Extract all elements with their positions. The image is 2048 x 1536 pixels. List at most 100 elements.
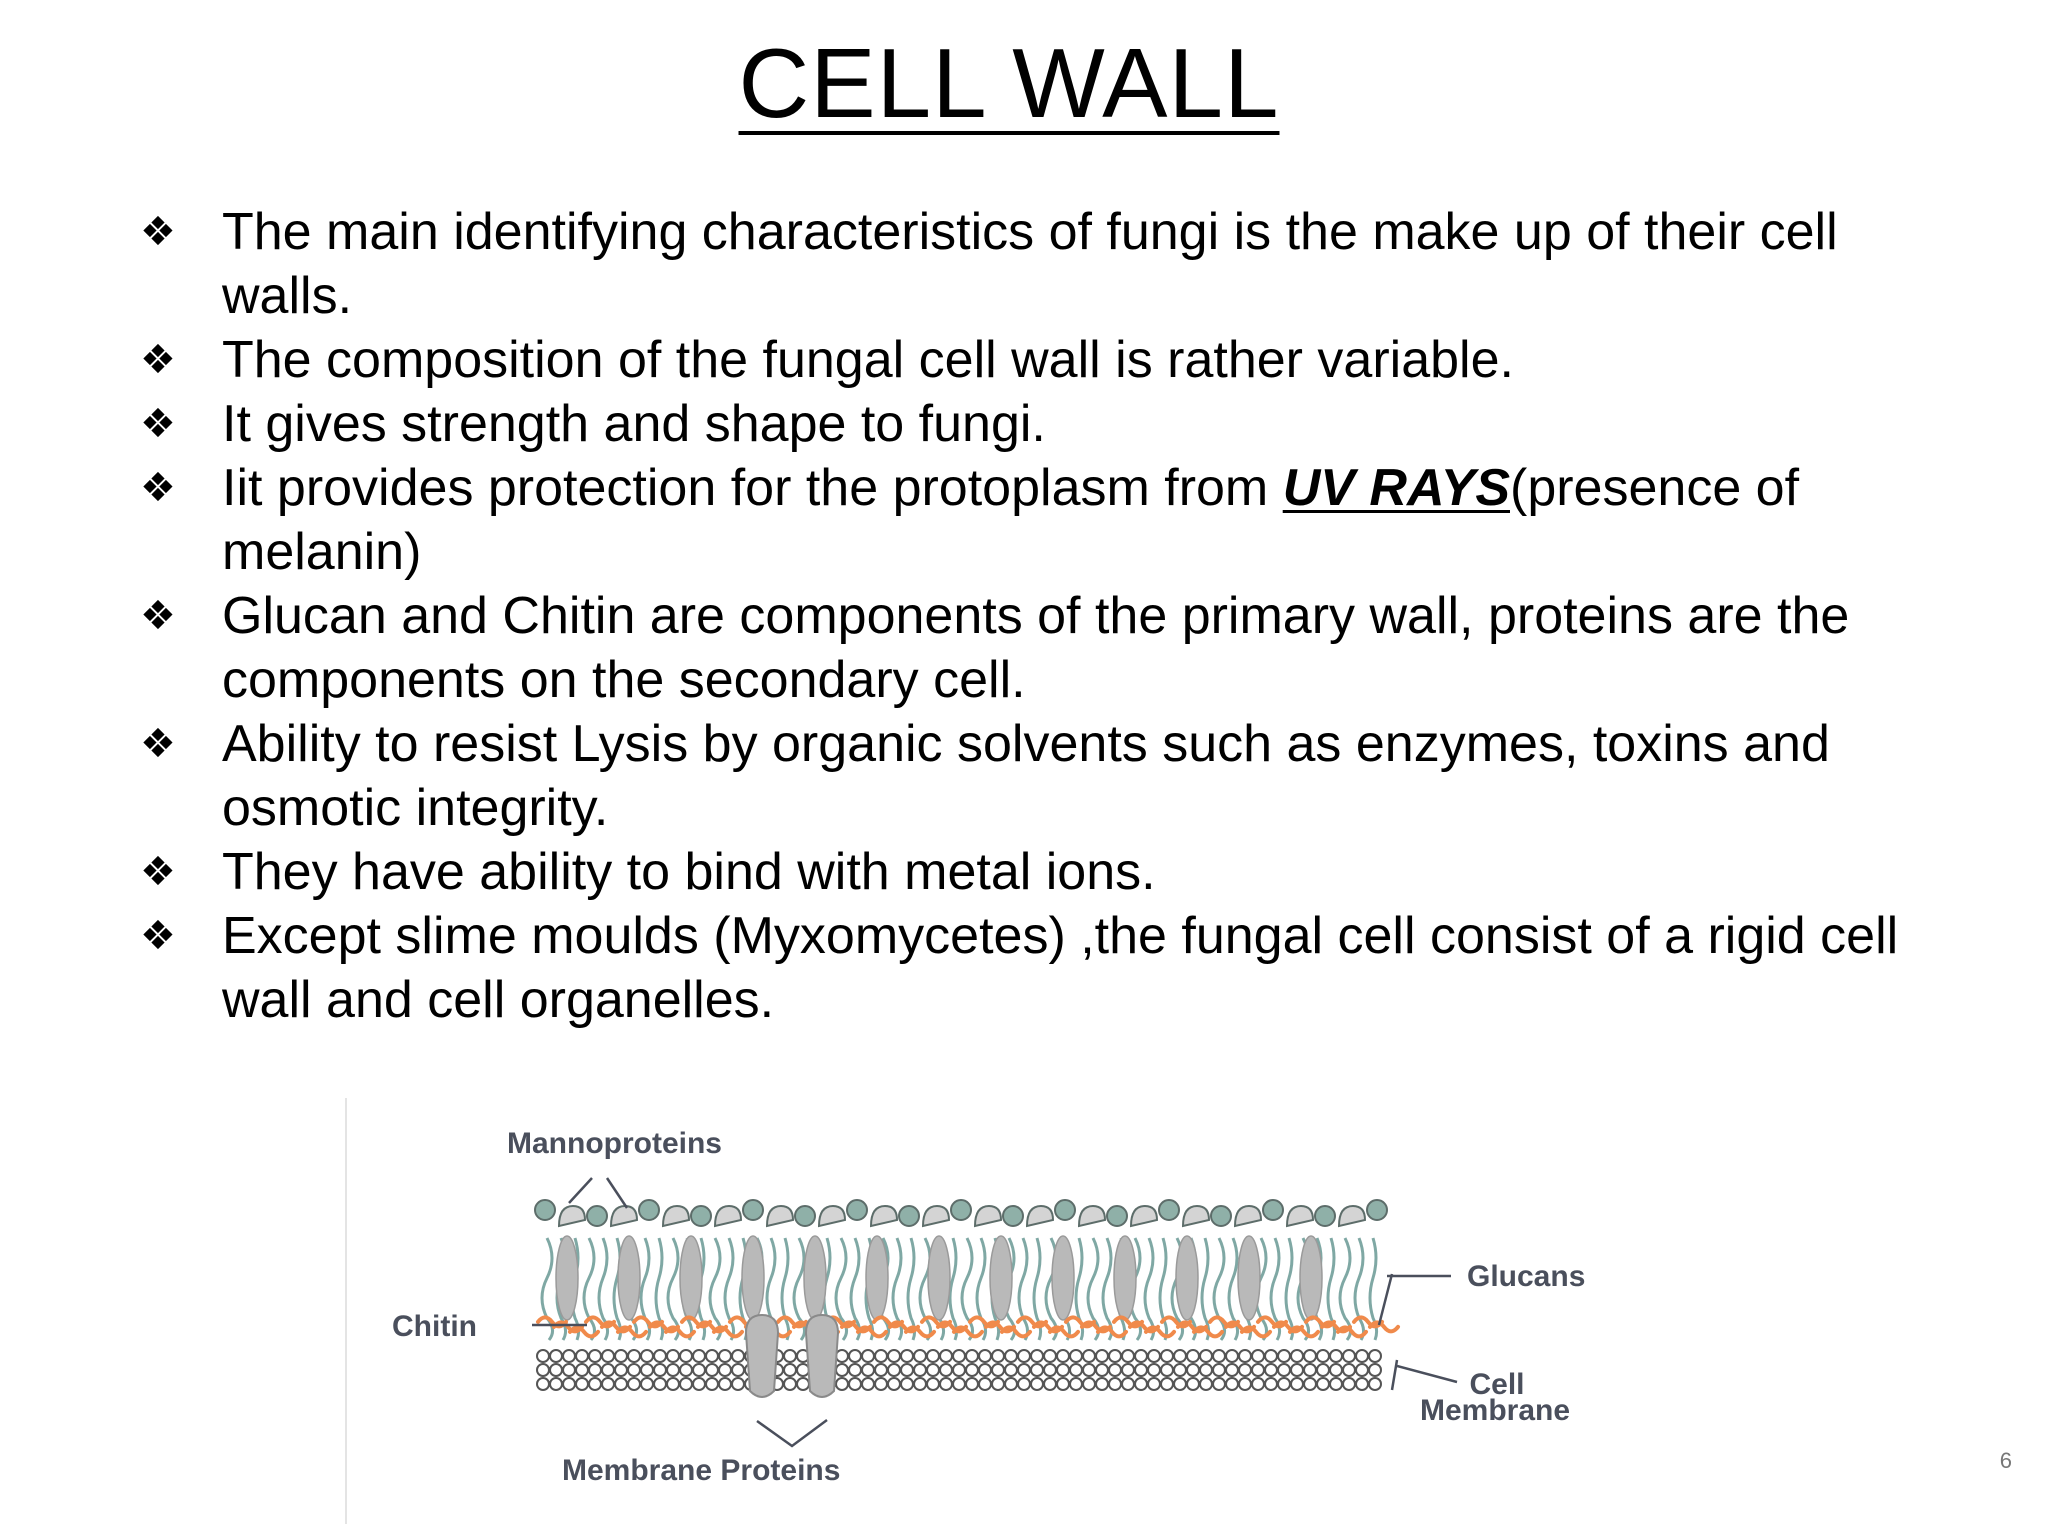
lipid-head bbox=[1329, 1363, 1343, 1377]
membrane-proteins-label: Membrane Proteins bbox=[562, 1454, 840, 1487]
slide-title: CELL WALL bbox=[0, 29, 2018, 138]
lipid-head bbox=[575, 1363, 589, 1377]
lipid-head bbox=[1316, 1377, 1330, 1391]
wall-protein bbox=[1299, 1235, 1323, 1321]
lipid-head bbox=[1121, 1377, 1135, 1391]
glucan-strand bbox=[723, 1237, 736, 1341]
membrane-proteins-leader-line bbox=[756, 1418, 828, 1448]
lipid-head bbox=[666, 1349, 680, 1363]
diamond-bullet-icon: ❖ bbox=[140, 722, 176, 766]
lipid-head bbox=[1134, 1377, 1148, 1391]
lipid-head bbox=[991, 1377, 1005, 1391]
mannoprotein-cap bbox=[713, 1204, 743, 1228]
lipid-head bbox=[1147, 1363, 1161, 1377]
lipid-head bbox=[783, 1349, 797, 1363]
lipid-head bbox=[1212, 1377, 1226, 1391]
lipid-head bbox=[601, 1377, 615, 1391]
lipid-head bbox=[1264, 1363, 1278, 1377]
lipid-head bbox=[1056, 1363, 1070, 1377]
lipid-head bbox=[1264, 1349, 1278, 1363]
lipid-head bbox=[1082, 1377, 1096, 1391]
lipid-head bbox=[900, 1377, 914, 1391]
lipid-head bbox=[1121, 1349, 1135, 1363]
lipid-head bbox=[939, 1363, 953, 1377]
lipid-head bbox=[939, 1349, 953, 1363]
lipid-head bbox=[1134, 1363, 1148, 1377]
glucan-strand bbox=[1368, 1237, 1379, 1341]
diamond-bullet-icon: ❖ bbox=[140, 210, 176, 254]
glucan-strand bbox=[1017, 1237, 1030, 1341]
lipid-head bbox=[1017, 1377, 1031, 1391]
lipid-head bbox=[1043, 1363, 1057, 1377]
lipid-head bbox=[887, 1377, 901, 1391]
mannoprotein-globule bbox=[1210, 1205, 1232, 1227]
lipid-head bbox=[640, 1349, 654, 1363]
lipid-head bbox=[926, 1349, 940, 1363]
lipid-head bbox=[653, 1363, 667, 1377]
lipid-head bbox=[1147, 1349, 1161, 1363]
lipid-head bbox=[1342, 1363, 1356, 1377]
lipid-head bbox=[627, 1363, 641, 1377]
glucan-strand bbox=[960, 1237, 974, 1341]
lipid-head bbox=[705, 1377, 719, 1391]
chitin-fiber bbox=[1176, 1320, 1208, 1334]
lipid-head bbox=[913, 1349, 927, 1363]
diamond-bullet-icon: ❖ bbox=[140, 402, 176, 446]
lipid-head bbox=[614, 1349, 628, 1363]
uv-rays-emphasis: UV RAYS bbox=[1282, 459, 1510, 517]
page-number: 6 bbox=[1999, 1448, 2012, 1473]
label-leader-lines bbox=[532, 1177, 1458, 1448]
glucan-strand bbox=[906, 1237, 917, 1341]
glucan-strand bbox=[540, 1237, 554, 1341]
lipid-head bbox=[991, 1363, 1005, 1377]
mannoprotein-cap bbox=[1025, 1204, 1055, 1228]
chitin-fiber bbox=[920, 1315, 952, 1329]
lipid-head bbox=[861, 1377, 875, 1391]
glucan-strand bbox=[666, 1237, 680, 1341]
glucan-strand bbox=[1227, 1237, 1240, 1341]
bullet-text: Glucan and Chitin are components of the … bbox=[222, 587, 1850, 709]
lipid-head bbox=[1147, 1377, 1161, 1391]
lipid-head bbox=[1212, 1363, 1226, 1377]
lipid-head bbox=[887, 1349, 901, 1363]
lipid-head bbox=[692, 1363, 706, 1377]
lipid-head bbox=[848, 1363, 862, 1377]
lipid-head bbox=[1251, 1349, 1265, 1363]
lipid-head bbox=[952, 1377, 966, 1391]
wall-protein bbox=[679, 1235, 703, 1321]
lipid-head bbox=[952, 1349, 966, 1363]
lipid-head bbox=[913, 1377, 927, 1391]
mannoprotein-globule bbox=[898, 1205, 920, 1227]
lipid-head bbox=[991, 1349, 1005, 1363]
wall-protein bbox=[803, 1235, 827, 1321]
mannoprotein-globule bbox=[1366, 1199, 1388, 1221]
glucan-strand bbox=[1032, 1237, 1043, 1341]
lipid-head bbox=[536, 1349, 550, 1363]
mannoprotein-cap bbox=[1285, 1204, 1315, 1228]
lipid-head bbox=[861, 1349, 875, 1363]
mannoprotein-globule bbox=[1262, 1199, 1284, 1221]
glucan-strand bbox=[582, 1237, 596, 1341]
lipid-head bbox=[926, 1363, 940, 1377]
chitin-fiber bbox=[1240, 1325, 1272, 1339]
chitin-fiber bbox=[936, 1320, 968, 1334]
chitin-fiber bbox=[1000, 1325, 1032, 1339]
cell-membrane-bracket-line bbox=[1390, 1359, 1399, 1391]
lipid-head bbox=[1290, 1349, 1304, 1363]
lipid-head bbox=[1095, 1377, 1109, 1391]
wall-protein bbox=[927, 1235, 951, 1321]
lipid-head bbox=[1355, 1363, 1369, 1377]
chitin-fiber bbox=[568, 1325, 600, 1339]
lipid-head bbox=[588, 1349, 602, 1363]
wall-protein bbox=[741, 1235, 765, 1321]
lipid-head bbox=[1160, 1377, 1174, 1391]
lipid-head bbox=[1017, 1363, 1031, 1377]
mannoprotein-globule bbox=[1314, 1205, 1336, 1227]
lipid-head bbox=[562, 1377, 576, 1391]
lipid-head bbox=[1108, 1377, 1122, 1391]
lipid-head bbox=[1160, 1363, 1174, 1377]
glucan-strand bbox=[1353, 1237, 1366, 1341]
chitin-fiber bbox=[1208, 1315, 1240, 1329]
chitin-fiber bbox=[680, 1315, 712, 1329]
glucan-strand bbox=[654, 1237, 665, 1341]
